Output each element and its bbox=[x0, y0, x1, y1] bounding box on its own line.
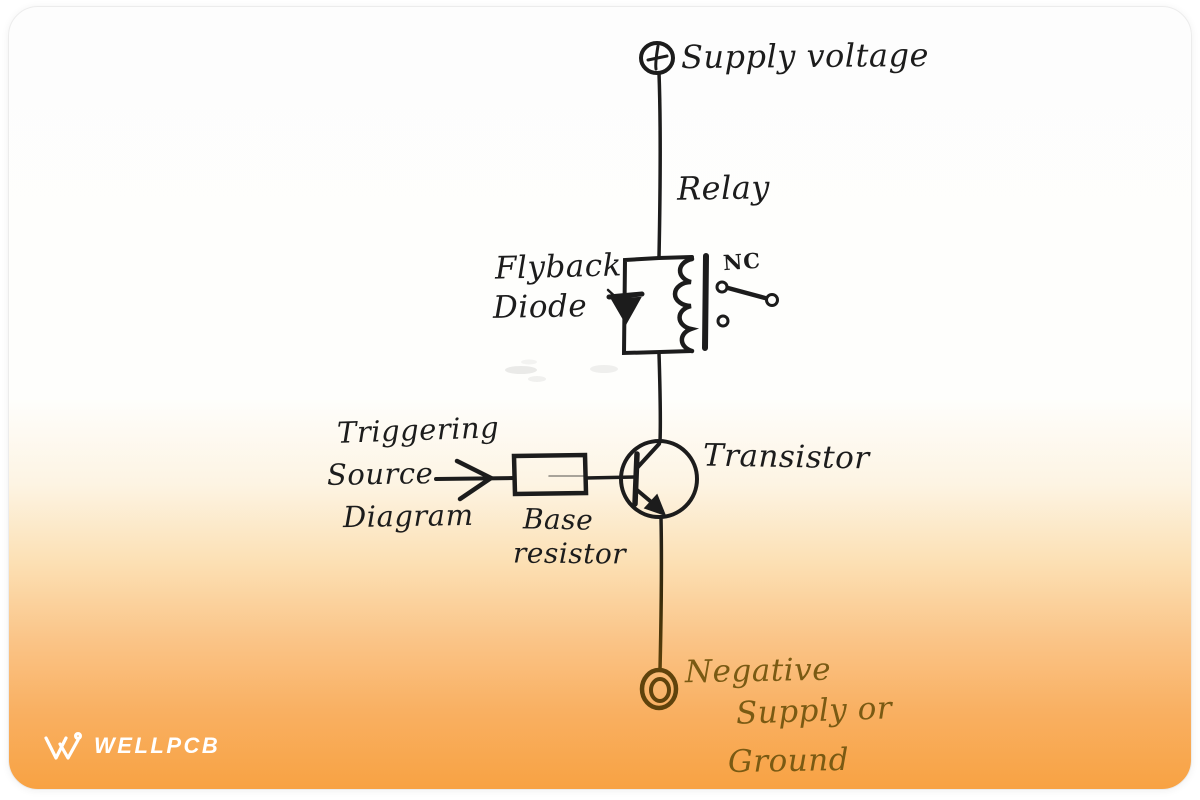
flyback-diode-symbol bbox=[606, 288, 645, 326]
flyback-diode-label-line1: Flyback bbox=[494, 247, 623, 287]
wire-resistor-to-base bbox=[584, 475, 637, 480]
negative-supply-label-line3: Ground bbox=[727, 741, 850, 781]
triggering-source-label-line1: Triggering bbox=[336, 410, 500, 450]
triggering-source-label-line2: Source bbox=[326, 456, 434, 492]
base-resistor-symbol bbox=[511, 452, 589, 497]
wire-transistor-to-ground bbox=[658, 515, 664, 672]
nc-contact-label: NC bbox=[722, 247, 762, 276]
wellpcb-w-icon bbox=[44, 731, 82, 760]
base-resistor-label-line2: resistor bbox=[512, 536, 627, 571]
negative-supply-label-line1: Negative bbox=[684, 651, 832, 691]
supply-voltage-label: Supply voltage bbox=[680, 35, 930, 77]
transistor-symbol bbox=[619, 439, 699, 519]
ground-terminal-icon bbox=[639, 667, 679, 711]
paper-smudges bbox=[505, 359, 618, 382]
supply-terminal-icon bbox=[639, 41, 675, 75]
triggering-source-label-line3: Diagram bbox=[342, 497, 474, 535]
negative-supply-label-line2: Supply or bbox=[735, 690, 893, 732]
flyback-diode-label-line2: Diode bbox=[492, 288, 588, 326]
relay-nc-contacts bbox=[715, 280, 779, 328]
relay-driver-circuit-svg bbox=[434, 41, 779, 711]
wire-relay-to-transistor bbox=[657, 351, 663, 444]
diagram-card: Supply voltage Relay Flyback Diode NC Tr… bbox=[8, 6, 1192, 790]
wellpcb-brand-text: WELLPCB bbox=[94, 733, 221, 758]
transistor-label: Transistor bbox=[702, 437, 870, 477]
wire-supply-to-relay bbox=[657, 71, 662, 259]
base-resistor-label-line1: Base bbox=[522, 502, 594, 537]
wellpcb-logo: WELLPCB bbox=[43, 729, 220, 763]
relay-label: Relay bbox=[676, 168, 771, 208]
trigger-arrow bbox=[434, 458, 516, 502]
